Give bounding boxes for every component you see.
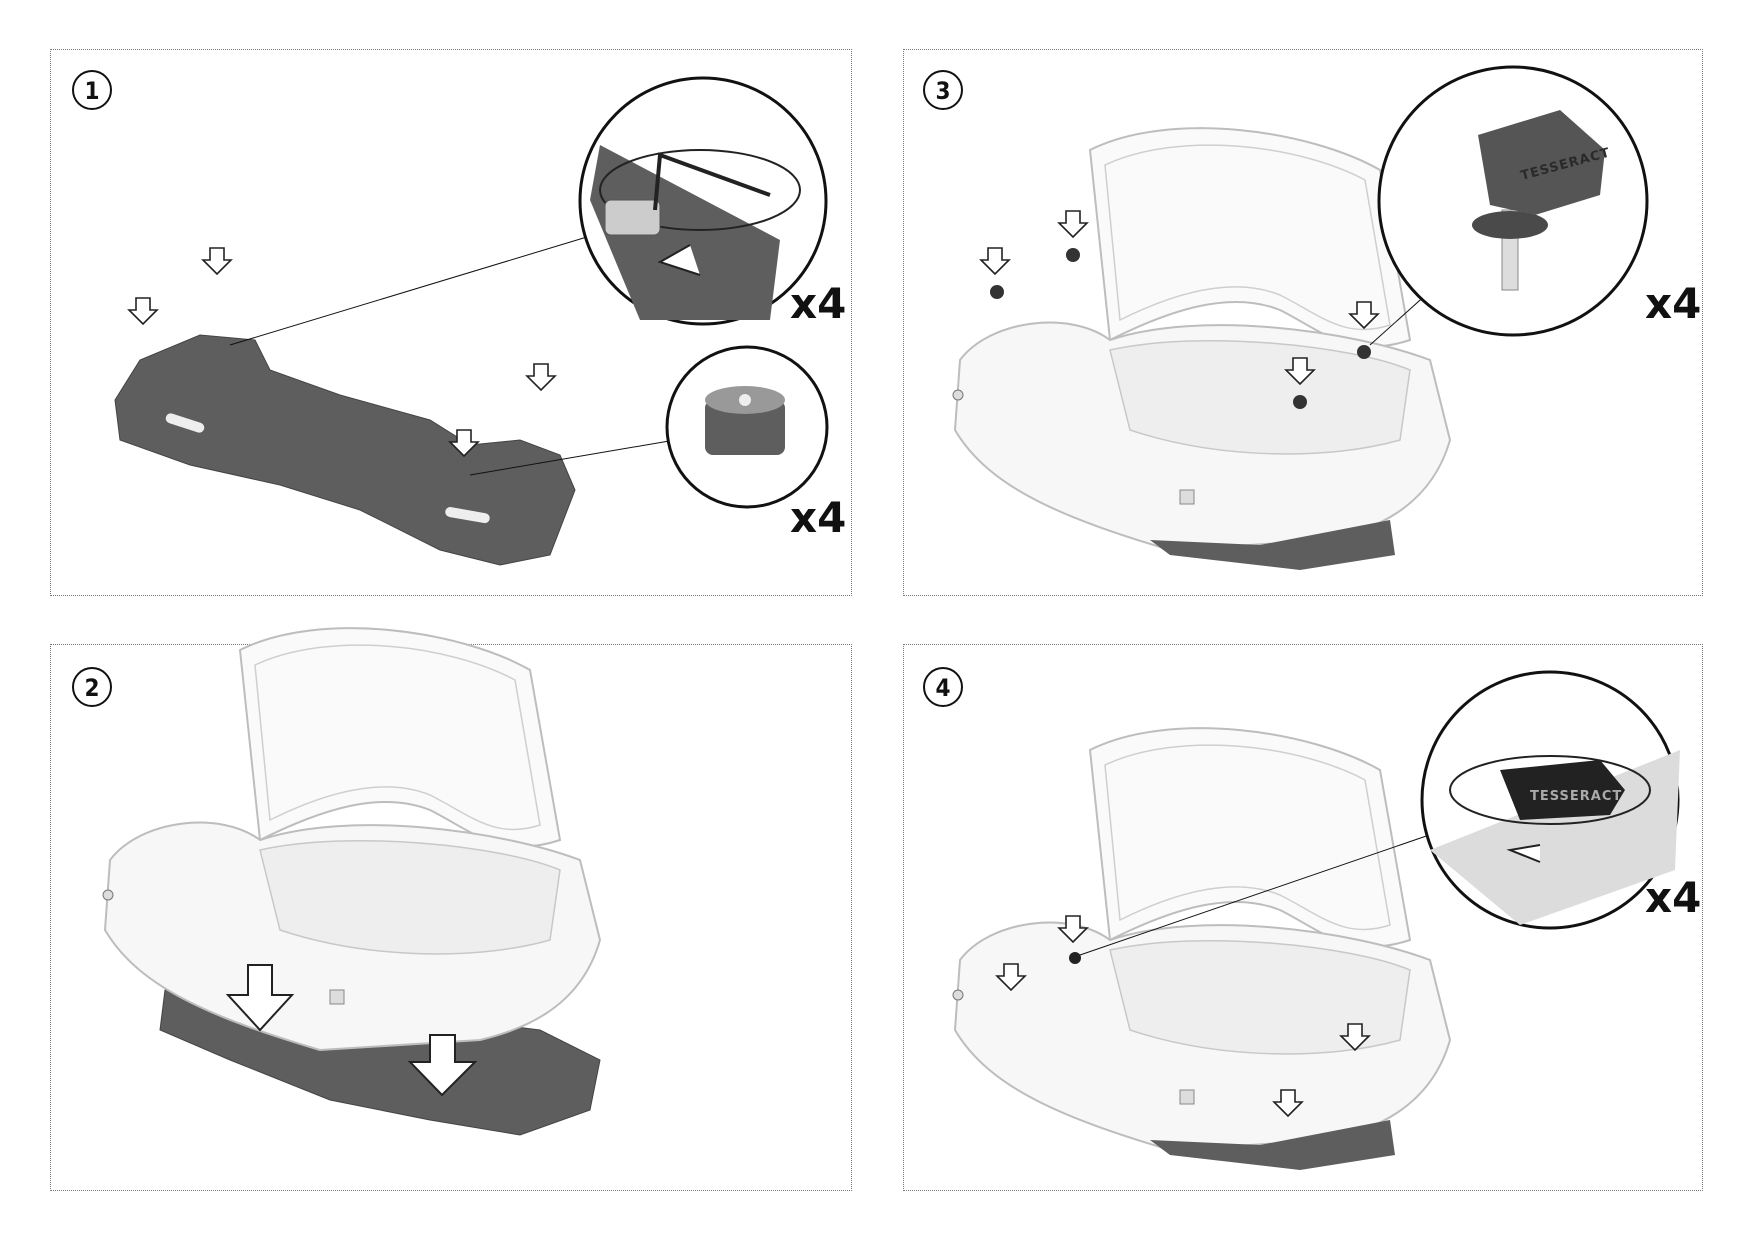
- quantity-label: x4: [1645, 873, 1701, 922]
- leader-line: [469, 439, 676, 476]
- quantity-label: x4: [790, 493, 846, 542]
- knobs: [990, 248, 1371, 409]
- leader-line: [229, 229, 611, 346]
- top-case: [102, 627, 601, 1051]
- knob-detail-inset: TESSERACT: [1377, 65, 1649, 337]
- quantity-label: x4: [790, 279, 846, 328]
- step-3-panel: [903, 49, 1703, 596]
- step-3-number: 3: [935, 77, 950, 105]
- step-2-number-badge: 2: [72, 667, 112, 707]
- step-1-panel: [50, 49, 852, 596]
- quantity-label: x4: [1645, 279, 1701, 328]
- mounting-plate: [1150, 520, 1395, 570]
- spacer-detail-inset: [665, 345, 829, 509]
- step-4-number-badge: 4: [923, 667, 963, 707]
- step-4-panel: [903, 644, 1703, 1191]
- allen-key-detail-inset: [578, 76, 828, 326]
- knob: [1069, 952, 1081, 964]
- step-1-number: 1: [84, 77, 99, 105]
- step-3-number-badge: 3: [923, 70, 963, 110]
- mounting-plate: [114, 334, 576, 566]
- step-2-number: 2: [84, 674, 99, 702]
- mounting-plate: [1150, 1120, 1395, 1170]
- step-1-number-badge: 1: [72, 70, 112, 110]
- top-case: [952, 727, 1451, 1151]
- brand-logo-text: TESSERACT: [1530, 789, 1622, 804]
- leader-line: [1079, 831, 1439, 956]
- step-4-number: 4: [935, 674, 950, 702]
- tighten-knob-detail-inset: TESSERACT: [1420, 670, 1680, 930]
- top-case: [952, 127, 1451, 551]
- placement-arrows: [225, 964, 478, 1097]
